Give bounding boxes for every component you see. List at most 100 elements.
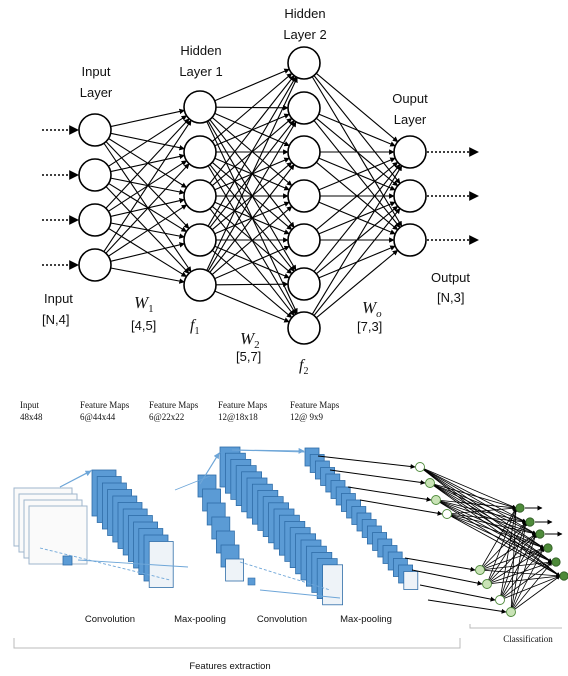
cnn-headers: Input 48x48 Feature Maps 6@44x44 Feature… [20,400,340,422]
dense-edge [479,507,517,571]
f2-symbol: f2 [299,357,308,377]
neuron-node [78,113,112,147]
input-shape: [N,4] [42,312,69,327]
dense-edge [510,561,553,613]
dense-node [551,557,561,567]
dense-edge [419,466,527,523]
header-fm4-sub: 12@ 9x9 [290,412,324,422]
connector-line [259,589,341,599]
connector-arrow [231,447,305,454]
wo-symbol: Wo [362,298,382,320]
dense-edge [510,575,561,613]
neuron-node [183,179,217,213]
cnn-feature-map-stacks [13,446,419,606]
feature-map-conv2 [322,564,344,606]
dense-edge [419,466,545,549]
header-input-title: Input [20,400,39,410]
dense-edge [499,521,527,601]
hidden2-label-2: Layer 2 [283,27,326,42]
feature-map-pool1 [225,558,245,582]
flatten-arrow [427,599,507,614]
connection-edge [215,281,289,287]
stage-maxpool-1: Max-pooling [174,614,226,625]
output-label: Output [431,270,470,285]
classification-bracket [469,624,562,629]
dense-edge [499,547,545,601]
neuron-node [183,90,217,124]
w2-shape: [5,7] [236,349,261,364]
connection-edge [211,205,293,276]
connector-line [174,475,211,491]
connection-edge [105,163,190,254]
connection-edge [318,113,396,147]
w1-symbol: W1 [134,293,154,315]
header-fm3-sub: 12@18x18 [218,412,258,422]
connector-line [77,559,189,568]
dense-edge [429,482,545,549]
dense-edge [486,521,527,585]
network-nodes [78,46,427,345]
flatten-node [482,579,492,589]
connection-edge [315,72,399,143]
connection-edge [214,245,290,280]
connector-arrow [59,470,92,488]
neuron-node [393,179,427,213]
connection-edge [214,290,290,323]
flatten-arrow [411,569,483,586]
features-extraction-label: Features extraction [189,661,270,672]
dense-edge [486,561,553,585]
network-edges [42,68,479,323]
flatten-node [425,478,435,488]
dense-edge [446,506,517,515]
connection-edge [103,119,192,252]
dense-edge [499,575,561,601]
neuron-node [393,135,427,169]
flatten-arrow [329,469,426,485]
dense-edge [429,482,527,523]
connection-edge [214,68,290,102]
neuron-node [78,248,112,282]
connection-edge [318,157,396,191]
flatten-arrow [404,557,476,572]
neuron-node [183,223,217,257]
dense-edge [499,507,518,601]
connection-edge [110,242,185,262]
neuron-node [287,267,321,301]
connection-edge [108,204,188,257]
dense-edge [510,547,545,613]
input-layer-label-1: Input [82,64,111,79]
feature-map-pool2 [403,571,419,590]
dense-edge [429,482,537,535]
neuron-node [287,91,321,125]
dense-edge [419,466,517,509]
neuron-node [393,223,427,257]
input-label: Input [44,291,73,306]
dense-edge [479,521,527,571]
dense-edge [510,533,537,613]
pool-patch [247,577,256,586]
dense-edge [486,533,537,585]
dense-node [535,529,545,539]
flatten-node [415,462,425,472]
connection-edge [313,208,401,316]
connection-edge [108,115,188,167]
flatten-arrow [317,455,416,469]
connection-edge [105,118,190,209]
f1-symbol: f1 [190,317,199,337]
dense-edge [499,533,537,601]
classifier-network [317,455,568,617]
cnn-connectors [39,447,341,599]
neuron-node [287,135,321,169]
connection-edge [209,164,295,273]
dense-node [525,517,535,527]
hidden1-label-1: Hidden [180,43,221,58]
dense-edge [486,574,561,585]
connection-edge [315,249,399,319]
hidden1-label-2: Layer 1 [179,64,222,79]
stage-convolution-1: Convolution [85,614,135,625]
output-layer-label-2: Layer [394,112,427,127]
connection-edge [313,164,401,272]
connector-arrow [199,452,220,485]
dense-node [543,543,553,553]
